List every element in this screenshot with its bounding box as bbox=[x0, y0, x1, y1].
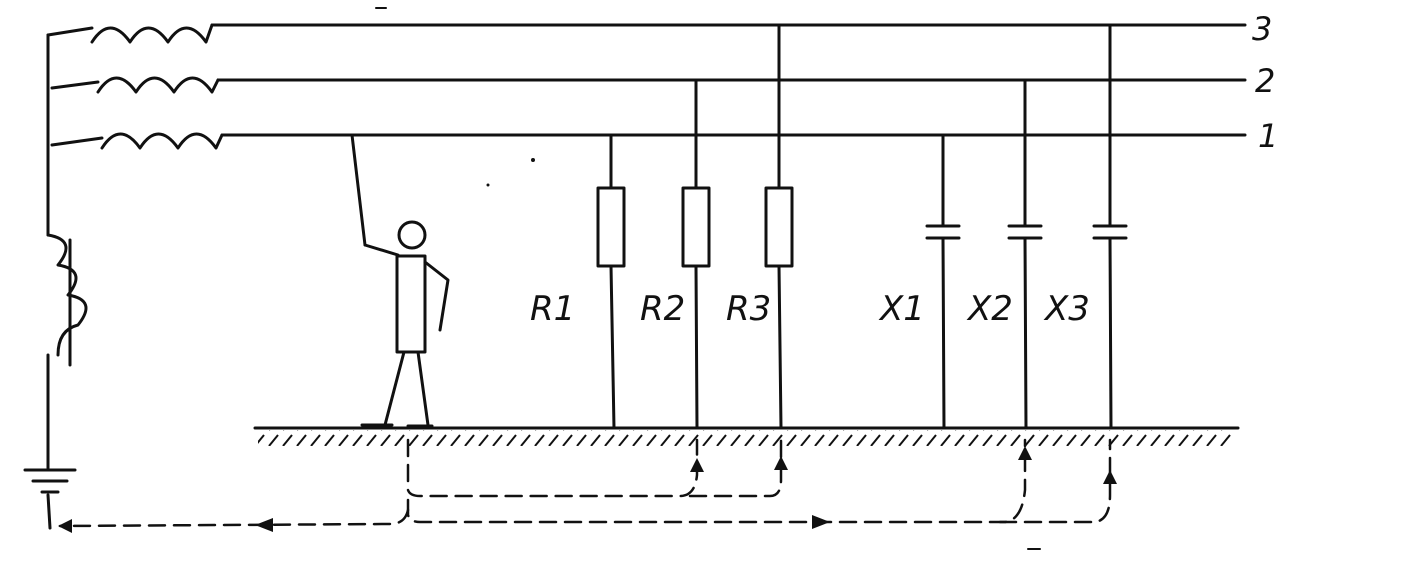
label-r1: R1 bbox=[530, 289, 575, 329]
ground-symbol-source bbox=[23, 468, 77, 530]
scan-specks bbox=[375, 7, 1041, 550]
label-x3: X3 bbox=[1043, 289, 1090, 329]
resistor-r1 bbox=[596, 133, 626, 430]
current-arrows bbox=[58, 446, 1117, 533]
person-figure bbox=[350, 133, 450, 428]
resistor-r3 bbox=[764, 23, 794, 430]
earth-current-paths bbox=[58, 438, 1112, 528]
label-r2: R2 bbox=[640, 289, 685, 329]
label-r3: R3 bbox=[726, 289, 771, 329]
line-label-3: 3 bbox=[1252, 10, 1272, 48]
neutral-grounding-coil bbox=[46, 233, 88, 470]
earth-hatching bbox=[258, 430, 1233, 446]
capacitor-x1 bbox=[925, 133, 961, 430]
source-windings bbox=[46, 23, 224, 237]
capacitor-x3 bbox=[1092, 23, 1128, 430]
label-x1: X1 bbox=[878, 289, 925, 329]
label-x2: X2 bbox=[966, 289, 1013, 329]
resistor-r2 bbox=[681, 78, 711, 430]
capacitor-x2 bbox=[1007, 78, 1043, 430]
line-label-2: 2 bbox=[1255, 62, 1275, 100]
line-label-1: 1 bbox=[1258, 117, 1278, 155]
